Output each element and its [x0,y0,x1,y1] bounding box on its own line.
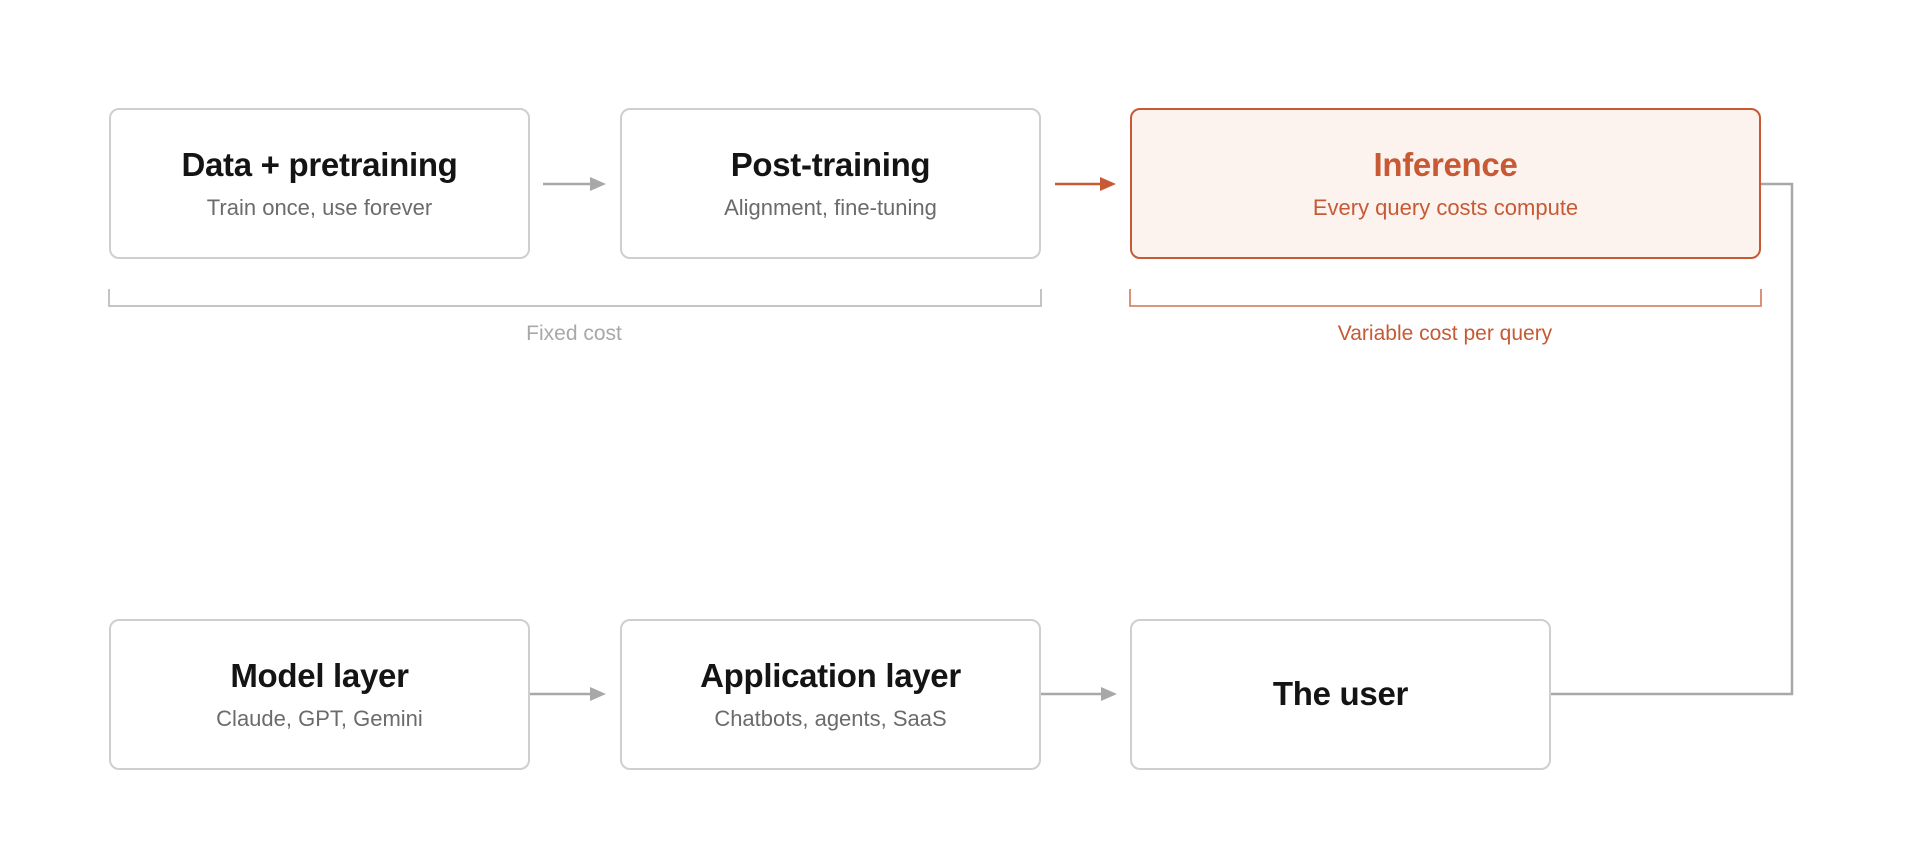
model-layer-subtitle: Claude, GPT, Gemini [216,705,423,731]
user-title: The user [1272,675,1409,713]
posttraining-box: Post-training Alignment, fine-tuning [620,108,1041,259]
posttraining-title: Post-training [730,146,931,184]
user-box: The user [1130,619,1551,770]
application-layer-title: Application layer [700,657,961,695]
model-layer-title: Model layer [230,657,409,695]
application-layer-box: Application layer Chatbots, agents, SaaS [620,619,1041,770]
model-layer-box: Model layer Claude, GPT, Gemini [109,619,530,770]
arrow-pretraining-to-posttraining [543,177,606,191]
pretraining-box: Data + pretraining Train once, use forev… [109,108,530,259]
fixed-cost-bracket [108,289,1042,307]
connector-inference-to-user [1551,182,1794,696]
arrow-model-to-application [530,687,606,701]
inference-box: Inference Every query costs compute [1130,108,1761,259]
posttraining-subtitle: Alignment, fine-tuning [724,194,937,220]
inference-subtitle: Every query costs compute [1312,194,1579,220]
pretraining-subtitle: Train once, use forever [206,194,433,220]
fixed-cost-label: Fixed cost [526,322,622,345]
arrow-posttraining-to-inference [1055,177,1116,191]
inference-title: Inference [1373,146,1518,184]
arrow-application-to-user [1041,687,1117,701]
variable-cost-bracket [1129,289,1762,307]
variable-cost-label: Variable cost per query [1337,322,1553,345]
application-layer-subtitle: Chatbots, agents, SaaS [714,705,947,731]
pretraining-title: Data + pretraining [181,146,458,184]
